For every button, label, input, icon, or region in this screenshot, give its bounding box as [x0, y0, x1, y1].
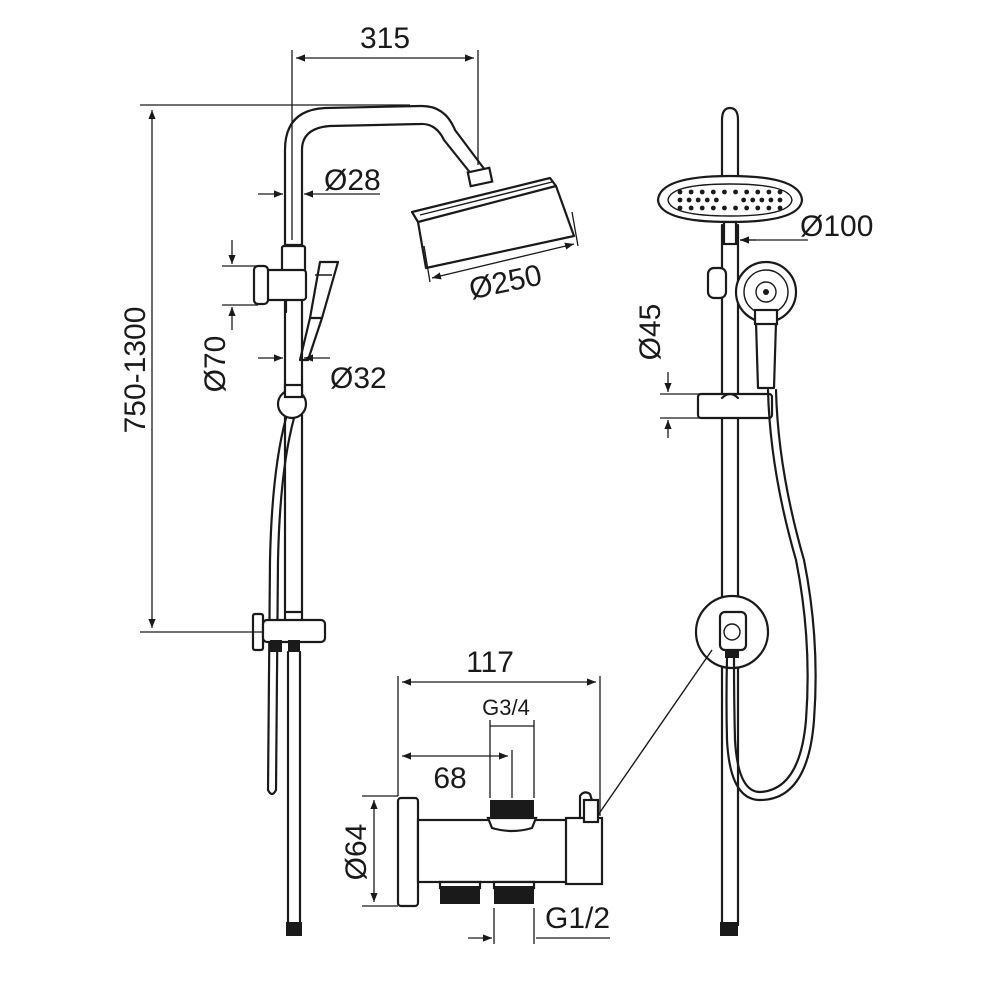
nozzle-dot	[768, 197, 774, 203]
nozzle-dot	[741, 197, 747, 203]
nozzle-dot	[744, 205, 750, 211]
nozzle-dot	[744, 189, 750, 195]
nozzle-dot	[777, 189, 783, 195]
label-pipe-upper-dia: Ø28	[324, 164, 381, 197]
label-slider-height: Ø45	[634, 304, 667, 361]
nozzle-dot	[704, 197, 710, 203]
hose-front	[266, 416, 296, 796]
nozzle-dot	[677, 189, 683, 195]
nozzle-dot	[713, 197, 719, 203]
nozzle-dot	[733, 205, 738, 211]
label-head-dia: Ø250	[466, 259, 545, 307]
dimension-labels: 315 Ø28 Ø250 750-1300 Ø70 Ø32 Ø100 Ø45 1…	[119, 22, 873, 935]
label-valve-width: 117	[466, 646, 514, 679]
label-hand-dia: Ø100	[800, 210, 873, 243]
dimension-lines	[140, 50, 808, 944]
slider-holder	[276, 383, 308, 420]
nozzle-dot	[722, 189, 727, 195]
side-view	[656, 106, 817, 936]
front-view	[251, 104, 576, 936]
rain-head-side	[410, 176, 576, 270]
nozzle-dot	[733, 189, 738, 195]
label-outlet-thread: G3/4	[482, 695, 530, 720]
nozzle-dot	[677, 197, 683, 203]
label-pipe-lower-dia: Ø32	[330, 362, 387, 395]
nozzle-dot	[688, 205, 694, 211]
nozzle-dot	[686, 197, 692, 203]
lower-pipes	[286, 650, 302, 936]
swivel-joint	[694, 594, 770, 670]
nozzle-dot	[755, 205, 761, 211]
label-holder-dia: Ø70	[199, 336, 232, 393]
nozzle-dot	[755, 189, 761, 195]
rain-head-front	[656, 174, 804, 246]
nozzle-dot	[699, 189, 705, 195]
rain-head-nozzles	[677, 189, 783, 211]
label-width-top: 315	[360, 22, 410, 55]
shower-arm	[283, 104, 494, 188]
nozzle-dot	[777, 197, 783, 203]
nozzle-dot	[750, 197, 756, 203]
side-pipe	[720, 106, 740, 936]
nozzle-dot	[766, 189, 772, 195]
nozzle-dot	[695, 197, 701, 203]
nozzle-dot	[677, 205, 683, 211]
side-slider	[696, 392, 774, 420]
label-height-range: 750-1300	[119, 307, 152, 434]
nozzle-dot	[710, 205, 716, 211]
nozzle-dot	[777, 205, 783, 211]
nozzle-dot	[759, 197, 765, 203]
bottom-connector	[251, 612, 327, 652]
nozzle-dot	[766, 205, 772, 211]
label-outlet-offset: 68	[433, 762, 466, 795]
nozzle-dot	[688, 189, 694, 195]
hose-side	[725, 388, 817, 802]
nozzle-dot	[710, 189, 716, 195]
label-valve-dia: Ø64	[340, 824, 373, 881]
nozzle-dot	[722, 205, 727, 211]
label-inlet-thread: G1/2	[545, 902, 610, 935]
diverter	[252, 244, 308, 314]
hand-shower-face	[706, 260, 798, 390]
valve-detail	[396, 649, 713, 908]
nozzle-dot	[699, 205, 705, 211]
